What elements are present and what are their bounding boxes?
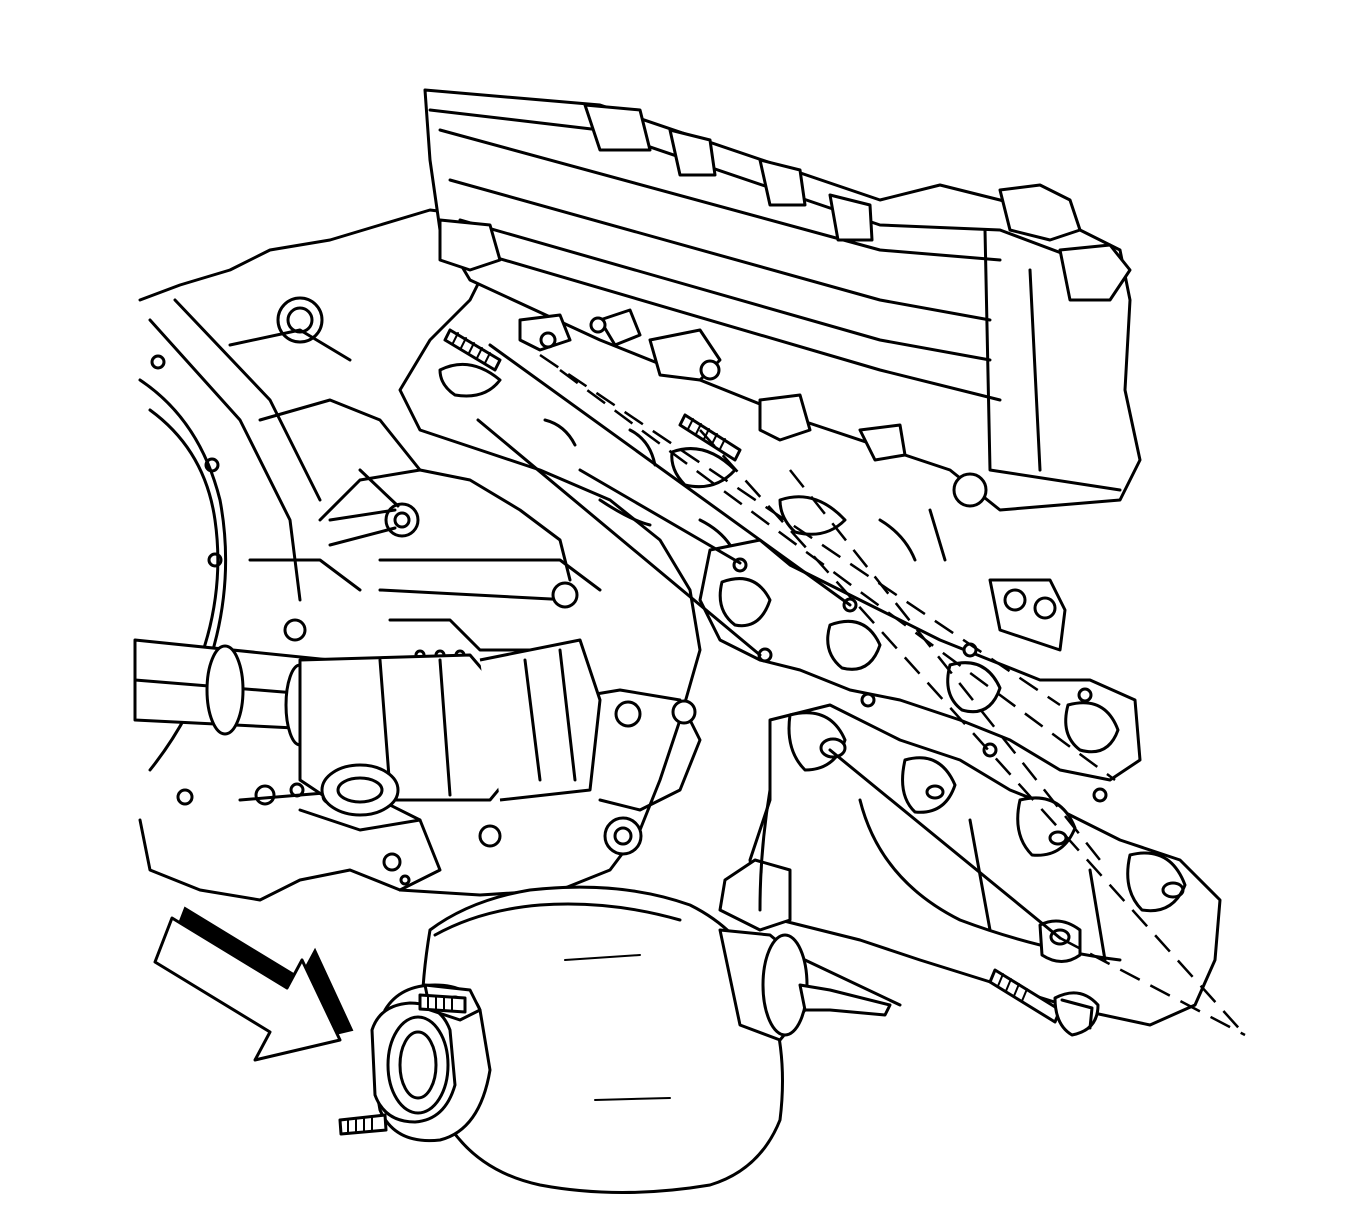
- front-exhaust-pipe: [133, 638, 602, 832]
- alignment-lines: [476, 343, 1246, 1037]
- exhaust-manifold-gasket: [698, 538, 1142, 803]
- arrow-right-down-icon: [153, 906, 354, 1062]
- head-studs: [443, 328, 742, 462]
- engine-block: [138, 208, 702, 902]
- catalytic-converter: [338, 885, 902, 1194]
- cylinder-head: [423, 88, 1142, 652]
- exhaust-manifold: [718, 703, 1222, 1027]
